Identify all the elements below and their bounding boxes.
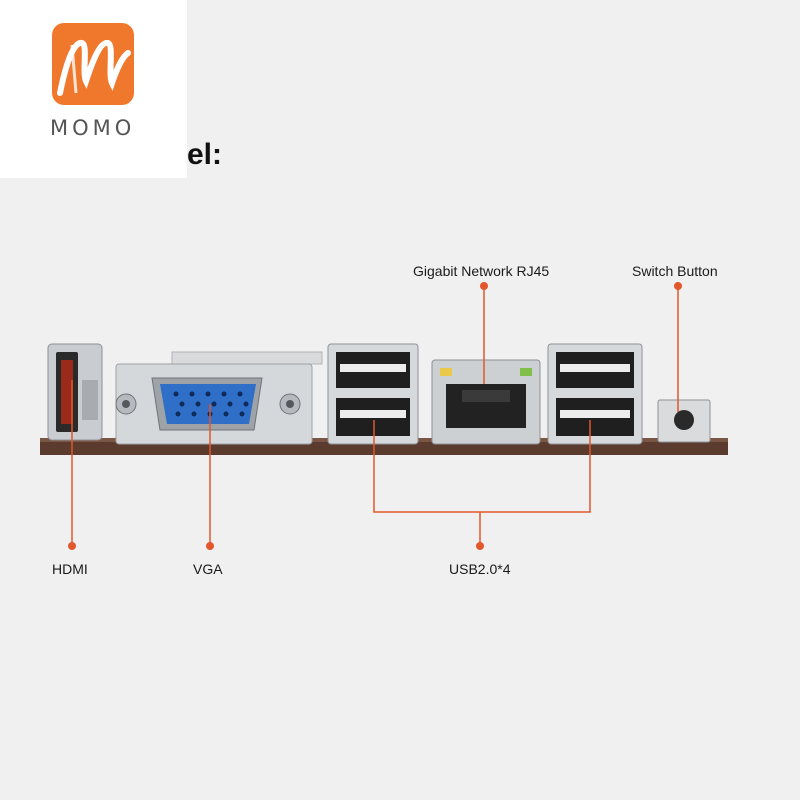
label-switch-button: Switch Button [632,263,718,279]
label-usb: USB2.0*4 [449,561,511,577]
rj45-port [431,359,541,445]
usb-stack-right [547,343,643,445]
label-vga: VGA [193,561,223,577]
callout-dots [68,282,682,550]
switch-button [657,399,711,443]
hdmi-port [47,343,103,441]
io-shield [171,351,323,365]
usb-stack-left [327,343,419,445]
vga-port [115,363,313,445]
momo-logo-icon [52,23,134,105]
callout-lines [71,286,679,546]
label-rj45: Gigabit Network RJ45 [413,263,550,279]
logo-panel: MOMO [0,0,187,178]
logo-text: MOMO [50,116,136,140]
label-hdmi: HDMI [52,561,88,577]
page-heading-fragment: el: [187,138,223,171]
